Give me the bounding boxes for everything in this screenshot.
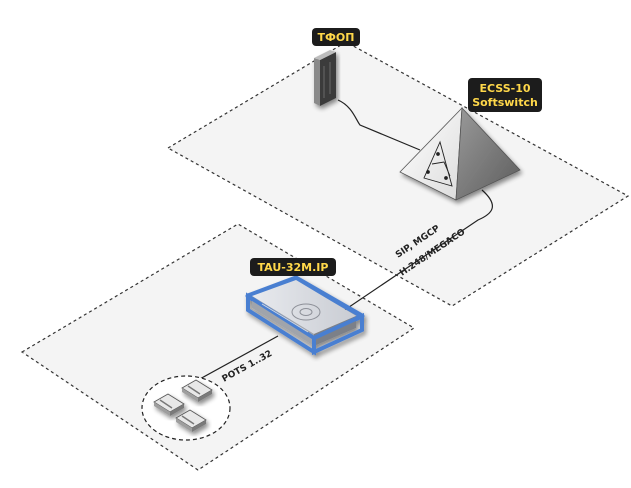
softswitch-label-line1: ECSS-10 <box>479 82 530 95</box>
pstn-badge: ТФОП <box>312 28 360 46</box>
pstn-label: ТФОП <box>318 31 355 44</box>
telephone-icon <box>175 409 207 432</box>
softswitch-gateway-link-line <box>317 189 493 329</box>
pstn-link-line <box>337 99 421 151</box>
gateway-badge: TAU-32M.IP <box>250 258 336 276</box>
telephone-icon <box>153 393 185 416</box>
softswitch-label-line2: Softswitch <box>472 96 538 109</box>
gateway-device-icon <box>245 275 365 356</box>
softswitch-badge: ECSS-10 Softswitch <box>468 78 542 112</box>
gateway-label: TAU-32M.IP <box>258 261 329 274</box>
softswitch-pyramid-icon <box>399 106 521 201</box>
pstn-exchange-icon <box>314 50 336 106</box>
lower-network-plane <box>20 223 416 471</box>
upper-network-plane <box>166 41 630 307</box>
telephone-icon <box>181 379 213 402</box>
